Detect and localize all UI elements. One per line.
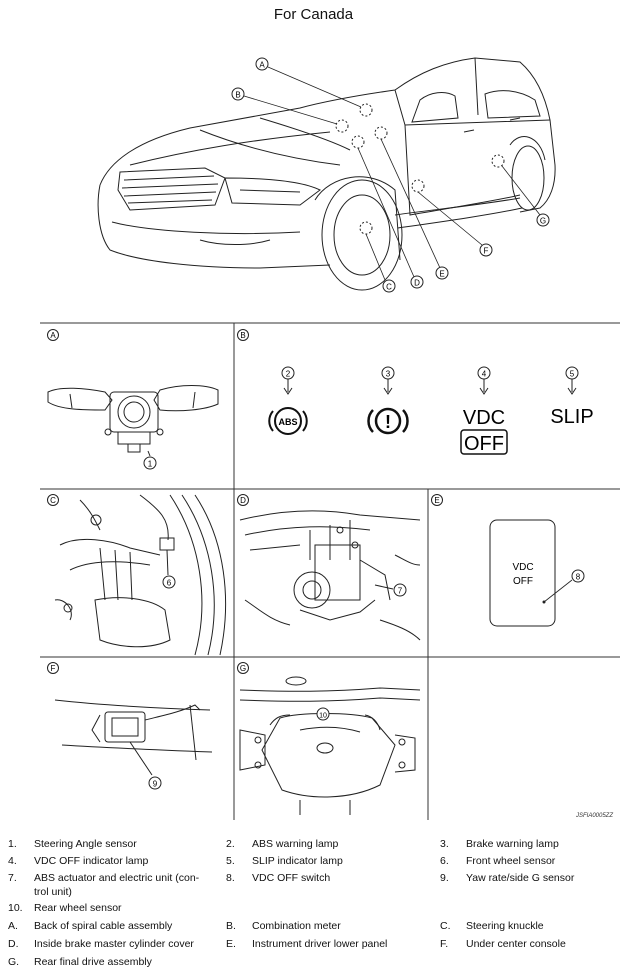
callout-e: E [439, 270, 444, 279]
location-g [491, 154, 505, 168]
panel-labels: A B C D E F G [47, 329, 443, 674]
location-c [359, 221, 373, 235]
panel-label-f: F [51, 664, 56, 673]
callout-3: 3 [386, 370, 391, 379]
panel-e-illustration: VDC OFF 8 [489, 519, 585, 627]
panel-f-illustration [54, 699, 213, 776]
callout-a: A [259, 61, 265, 70]
slip-indicator-lamp: SLIP [550, 406, 593, 428]
figure-code: JSFIA0005ZZ [576, 813, 614, 819]
brake-warning-lamp: ! [367, 407, 409, 435]
callout-7: 7 [398, 587, 403, 596]
callout-d: D [414, 279, 420, 288]
off-text: OFF [464, 433, 504, 455]
location-b [335, 119, 349, 133]
brake-exclamation: ! [385, 412, 391, 432]
callout-8: 8 [576, 573, 581, 582]
callout-f: F [484, 247, 489, 256]
location-e [374, 126, 388, 140]
page-title: For Canada [273, 6, 354, 23]
panel-label-c: C [50, 496, 56, 505]
callout-c: C [386, 283, 392, 292]
car-callouts: A B C D E F G [231, 57, 550, 293]
callout-g: G [540, 217, 546, 226]
location-a [359, 103, 373, 117]
callout-b: B [235, 91, 240, 100]
callout-1: 1 [148, 460, 153, 469]
callout-9: 9 [153, 780, 158, 789]
callout-5: 5 [570, 370, 575, 379]
callout-10: 10 [319, 713, 327, 720]
panel-a-illustration [47, 385, 219, 457]
panel-label-g: G [240, 664, 246, 673]
panel-g-illustration [239, 676, 421, 815]
panel-b-indicators: 2 ABS 3 ! 4 VDC OFF 5 [268, 366, 594, 455]
callout-4: 4 [482, 370, 487, 379]
vdc-text: VDC [463, 407, 505, 429]
abs-text: ABS [278, 417, 297, 427]
vdc-off-indicator-lamp: VDC OFF [460, 407, 508, 455]
panel-label-e: E [434, 496, 439, 505]
sensor-locations [335, 103, 505, 235]
location-d [351, 135, 365, 149]
panel-label-b: B [240, 331, 245, 340]
location-f [411, 179, 425, 193]
callout-6: 6 [167, 579, 172, 588]
switch-vdc-text: VDC [512, 562, 533, 573]
panel-d-illustration [239, 510, 421, 641]
switch-off-text: OFF [513, 576, 533, 587]
panel-grid [40, 322, 620, 820]
panel-label-a: A [50, 331, 56, 340]
callout-2: 2 [286, 370, 291, 379]
panel-c-illustration [54, 494, 227, 656]
panel-label-d: D [240, 496, 246, 505]
abs-warning-lamp: ABS [268, 407, 308, 435]
car-illustration [97, 57, 556, 291]
leader-lines [243, 66, 541, 281]
